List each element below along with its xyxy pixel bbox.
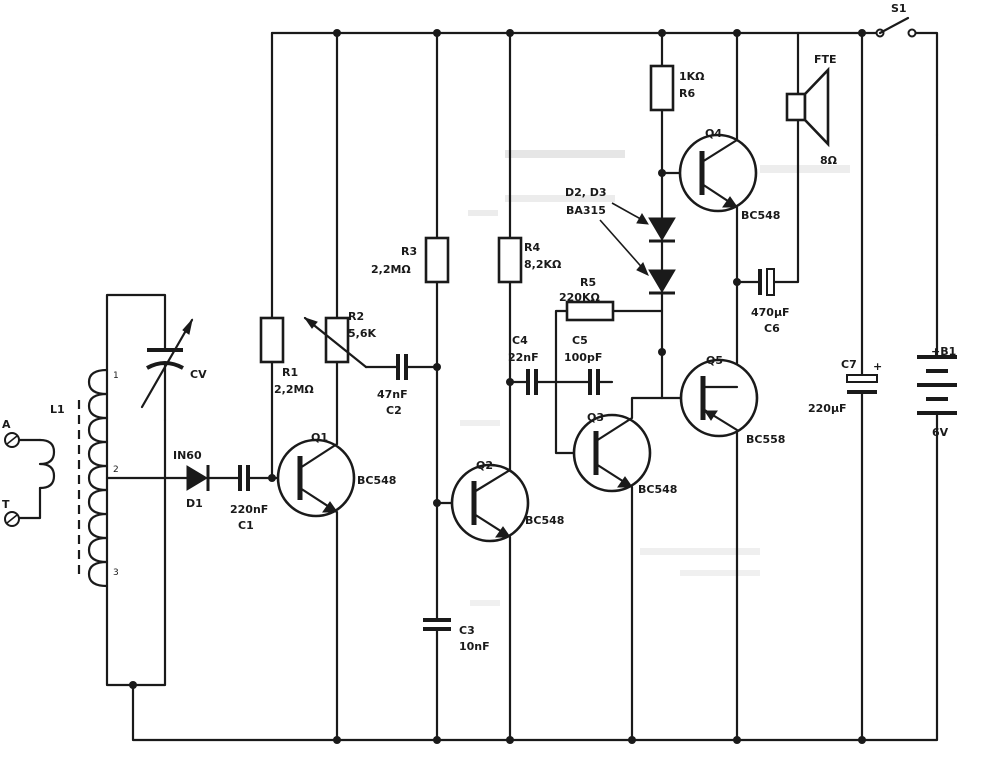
transistor-q1 — [276, 438, 356, 742]
ant-label: A — [2, 418, 11, 431]
transistor-q5 — [660, 358, 759, 742]
tap3-label: 3 — [113, 568, 119, 578]
diode-pointers — [599, 202, 649, 276]
capacitor-c2 — [364, 354, 439, 380]
transistor-q4 — [660, 31, 758, 389]
q4-type-label: BC548 — [741, 209, 780, 222]
b1-value-label: 6V — [932, 426, 949, 439]
top-rail — [270, 31, 939, 137]
capacitor-c3 — [423, 618, 451, 742]
tap2-label: 2 — [113, 465, 119, 475]
q2-type-label: BC548 — [525, 514, 564, 527]
r2-label: R2 — [348, 310, 364, 323]
battery-b1 — [917, 133, 957, 415]
ground-terminal-t — [4, 511, 20, 527]
c4-label: C4 — [512, 334, 528, 347]
d1-label: D1 — [186, 497, 203, 510]
antenna-terminal-a — [4, 432, 56, 520]
potentiometer-r2 — [303, 31, 368, 446]
resistor-r6 — [649, 31, 675, 220]
q3-type-label: BC548 — [638, 483, 677, 496]
s1-label: S1 — [891, 2, 907, 15]
l1-label: L1 — [50, 403, 65, 416]
fte-label: FTE — [814, 53, 837, 66]
d23-type-label: BA315 — [566, 204, 606, 217]
bottom-rail — [131, 410, 939, 742]
resistor-r3 — [424, 31, 450, 620]
junction-dots — [129, 29, 866, 744]
q2-label: Q2 — [476, 459, 493, 472]
c2-value-label: 47nF — [377, 388, 408, 401]
r6-value-label: 1KΩ — [679, 70, 705, 83]
b1-label: +B1 — [931, 345, 956, 358]
coil-l1 — [87, 293, 167, 687]
r1-label: R1 — [282, 366, 298, 379]
q1-label: Q1 — [311, 431, 328, 444]
c7-label: C7 — [841, 358, 857, 371]
q3-label: Q3 — [587, 411, 604, 424]
r3-label: R3 — [401, 245, 417, 258]
capacitor-c4 — [508, 369, 592, 395]
capacitor-c7 — [846, 31, 878, 742]
speaker-fte — [785, 31, 830, 148]
q4-label: Q4 — [705, 127, 722, 140]
transistor-q2 — [435, 380, 530, 742]
c7-plus-label: + — [873, 360, 882, 373]
c3-label: C3 — [459, 624, 475, 637]
diode-d3 — [648, 269, 676, 400]
resistor-r4 — [497, 31, 523, 384]
switch-s1 — [875, 16, 917, 38]
r4-label: R4 — [524, 241, 540, 254]
diode-d2 — [648, 217, 676, 272]
r5-value-label: 220KΩ — [559, 291, 600, 304]
resistor-r5 — [554, 300, 664, 384]
c6-value-label: 470µF — [751, 306, 790, 319]
c1-label: C1 — [238, 519, 254, 532]
cv-label: CV — [190, 368, 207, 381]
r4-value-label: 8,2KΩ — [524, 258, 562, 271]
capacitor-c6 — [735, 118, 800, 296]
gnd-label: T — [2, 498, 10, 511]
c7-value-label: 220µF — [808, 402, 847, 415]
c5-value-label: 100pF — [564, 351, 602, 364]
c6-label: C6 — [764, 322, 780, 335]
resistor-r1 — [259, 31, 285, 480]
transistor-q3 — [554, 380, 664, 742]
q5-type-label: BC558 — [746, 433, 785, 446]
variable-capacitor-cv — [140, 318, 194, 422]
c5-label: C5 — [572, 334, 588, 347]
capacitor-c5 — [588, 369, 614, 395]
c3-value-label: 10nF — [459, 640, 490, 653]
r5-label: R5 — [580, 276, 596, 289]
d23-label: D2, D3 — [565, 186, 607, 199]
q1-type-label: BC548 — [357, 474, 396, 487]
r3-value-label: 2,2MΩ — [371, 263, 411, 276]
c4-value-label: 22nF — [508, 351, 539, 364]
r6-label: R6 — [679, 87, 695, 100]
fte-value-label: 8Ω — [820, 154, 838, 167]
r2-value-label: 5,6K — [348, 327, 376, 340]
c2-label: C2 — [386, 404, 402, 417]
d1-type-label: IN60 — [173, 449, 202, 462]
q5-label: Q5 — [706, 354, 723, 367]
r1-value-label: 2,2MΩ — [274, 383, 314, 396]
c1-value-label: 220nF — [230, 503, 268, 516]
tap1-label: 1 — [113, 371, 119, 381]
